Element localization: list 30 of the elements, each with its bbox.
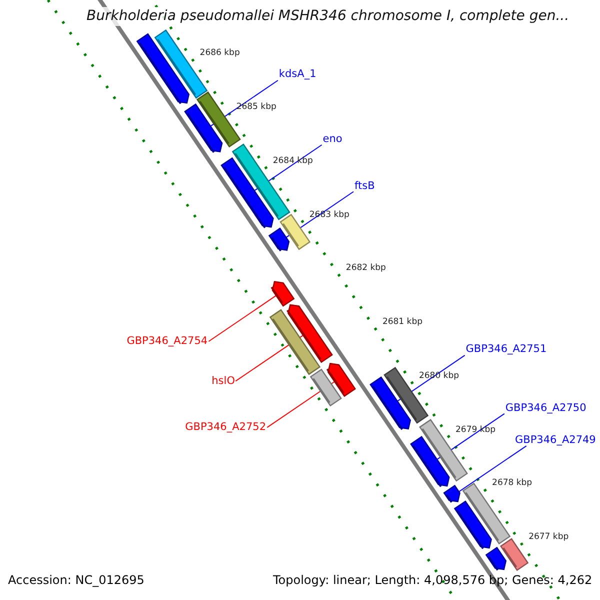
gene-label: GBP346_A2754 xyxy=(126,336,208,348)
gene-feature xyxy=(280,214,311,250)
gene-feature xyxy=(485,546,507,571)
gene-label: ftsB xyxy=(354,180,375,192)
gene-label: GBP346_A2752 xyxy=(185,422,266,434)
gene-label: GBP346_A2751 xyxy=(466,344,547,356)
gene-feature xyxy=(443,484,460,503)
tick-label: 2685 kbp xyxy=(236,103,276,112)
gene-feature xyxy=(269,309,321,376)
gene-feature xyxy=(310,368,342,406)
gene-label: GBP346_A2750 xyxy=(505,402,586,414)
leader-line xyxy=(208,295,277,342)
gene-label: eno xyxy=(322,134,342,146)
tick-label: 2677 kbp xyxy=(528,533,569,543)
tick-label: 2686 kbp xyxy=(200,49,240,59)
leader-line xyxy=(458,445,527,492)
tick-label: 2684 kbp xyxy=(272,156,313,166)
gene-feature xyxy=(500,538,529,571)
tick-label: 2678 kbp xyxy=(492,479,532,489)
gene-label: kdsA_1 xyxy=(278,69,316,81)
tick-label: 2679 kbp xyxy=(456,426,496,436)
tick-label: 2681 kbp xyxy=(382,318,422,328)
genome-summary-text: Topology: linear; Length: 4,098,576 bp; Genes: 4,262 xyxy=(273,574,592,588)
accession-text: Accession: NC_012695 xyxy=(8,574,144,588)
gene-label: hslO xyxy=(212,376,235,388)
gene-feature xyxy=(268,228,290,252)
gene-label: GBP346_A2749 xyxy=(515,434,596,446)
gene-feature xyxy=(326,362,356,397)
gene-feature xyxy=(270,280,295,307)
tick-label: 2682 kbp xyxy=(346,264,386,274)
